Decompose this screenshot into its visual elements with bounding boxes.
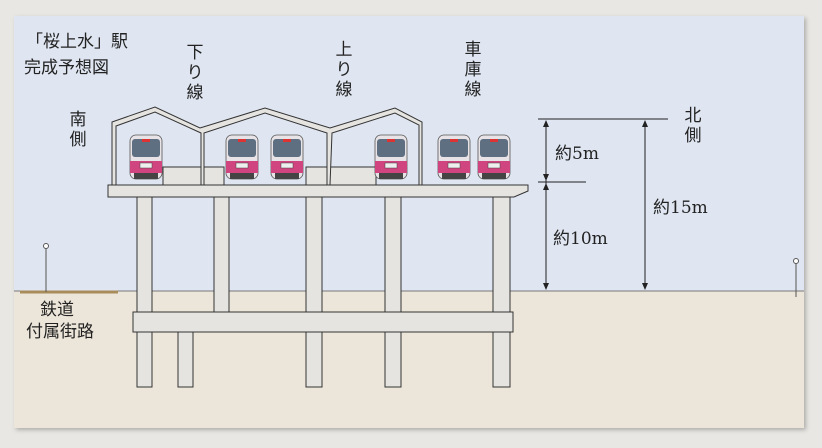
- label-street-line-1: 鉄道: [40, 300, 74, 320]
- lamp-post-left: [43, 243, 49, 292]
- label-north-side: 北側: [684, 106, 702, 146]
- label-down-line: 下り線: [186, 43, 204, 103]
- train: [477, 134, 511, 180]
- label-up-line: 上り線: [335, 40, 353, 100]
- train: [225, 134, 259, 180]
- dimension-total: 約15m: [653, 198, 708, 218]
- viaduct-structure: [107, 106, 529, 388]
- label-street-line-2: 付属街路: [26, 322, 94, 342]
- label-depot-line: 車庫線: [464, 40, 482, 100]
- train: [129, 134, 163, 180]
- train: [270, 134, 304, 180]
- lamp-post-right: [793, 258, 799, 297]
- train: [437, 134, 471, 180]
- dimension-lower: 約10m: [553, 229, 608, 249]
- title-line-1: 「桜上水」駅: [26, 32, 128, 52]
- train: [374, 134, 408, 180]
- label-south-side: 南側: [69, 110, 87, 150]
- dimension-lines: [538, 118, 668, 289]
- dimension-upper: 約5m: [555, 144, 599, 164]
- title-line-2: 完成予想図: [24, 58, 109, 78]
